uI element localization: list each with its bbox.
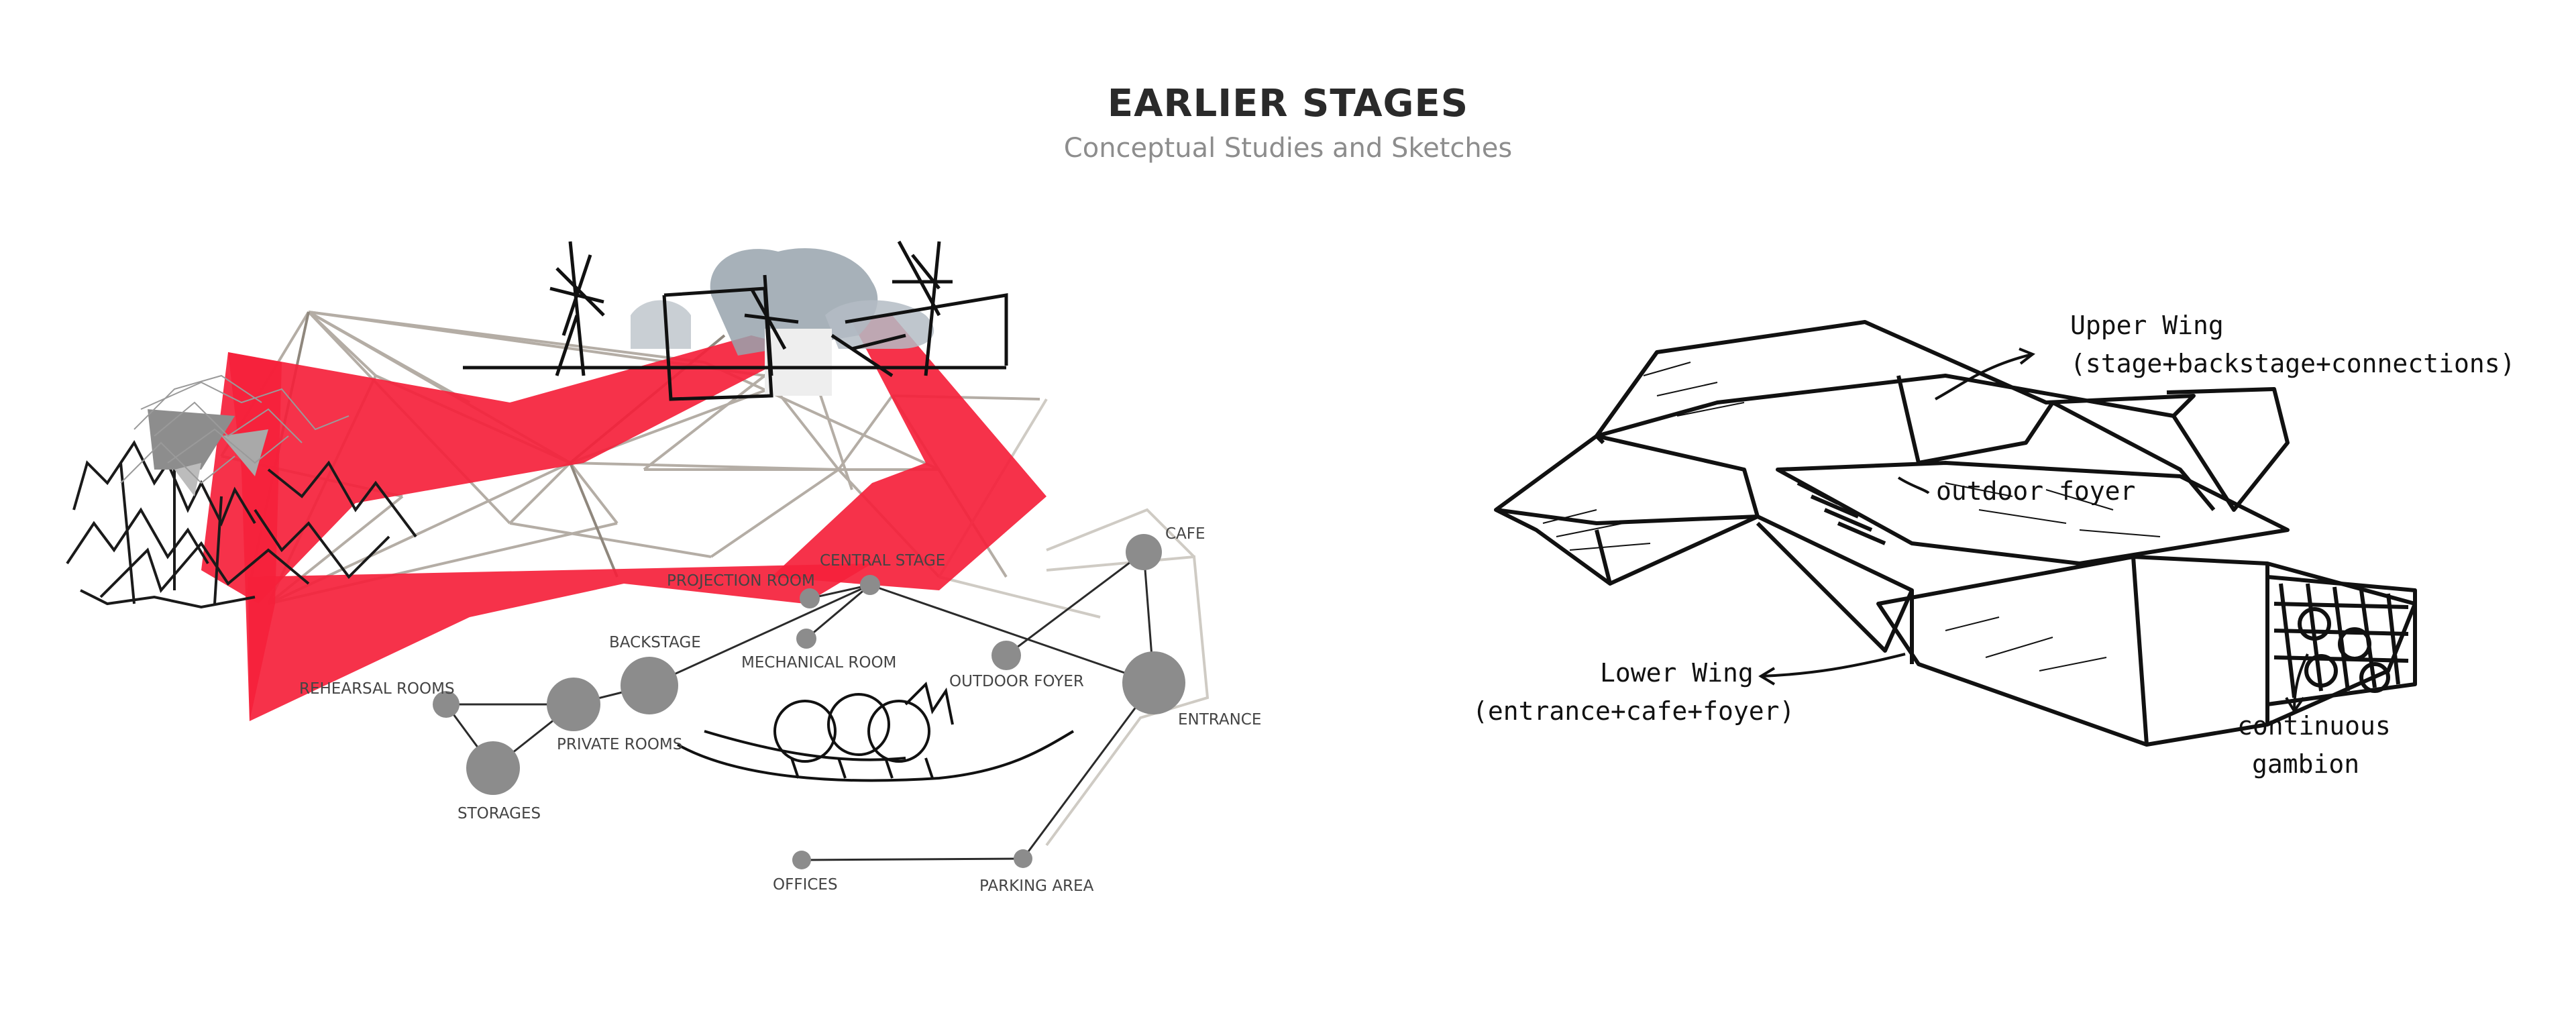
node-projection-room bbox=[800, 588, 820, 608]
gambion-line1: continuous bbox=[2237, 711, 2391, 741]
node-private-rooms bbox=[547, 678, 600, 731]
bubble-nodes bbox=[433, 534, 1185, 869]
label-private-rooms: PRIVATE ROOMS bbox=[557, 736, 682, 753]
outdoor-foyer-label: outdoor foyer bbox=[1936, 476, 2135, 506]
label-storages: STORAGES bbox=[458, 805, 541, 822]
node-parking-area bbox=[1014, 849, 1032, 868]
red-ribbon bbox=[201, 315, 1046, 721]
node-entrance bbox=[1122, 651, 1185, 714]
arrow-lower-wing bbox=[1760, 653, 1906, 678]
node-backstage bbox=[621, 657, 678, 714]
lower-wing-detail: (entrance+cafe+foyer) bbox=[1472, 696, 1794, 726]
lower-wing-title: Lower Wing bbox=[1600, 658, 1754, 688]
label-rehearsal-rooms: REHEARSAL ROOMS bbox=[299, 680, 455, 698]
link-backstage-central bbox=[649, 584, 871, 687]
upper-wing-title: Upper Wing bbox=[2070, 311, 2224, 340]
node-rehearsal-rooms bbox=[433, 691, 460, 718]
bubble-labels: CAFE CENTRAL STAGE PROJECTION ROOM BACKS… bbox=[299, 525, 1261, 895]
massing-hatching bbox=[1542, 362, 2161, 671]
label-outdoor-foyer: OUTDOOR FOYER bbox=[949, 673, 1084, 690]
label-offices: OFFICES bbox=[773, 876, 838, 894]
label-projection-room: PROJECTION ROOM bbox=[667, 572, 815, 590]
massing-outline bbox=[1494, 320, 2417, 747]
arrow-gambion bbox=[2293, 653, 2309, 712]
node-offices bbox=[792, 851, 811, 869]
link-mechanical-central bbox=[806, 584, 871, 640]
page-subtitle: Conceptual Studies and Sketches bbox=[1063, 133, 1513, 164]
link-projection-central bbox=[809, 584, 871, 600]
shrub-sketch bbox=[677, 682, 1075, 782]
node-outdoor-foyer bbox=[991, 641, 1021, 670]
massing-sketch: Upper Wing (stage+backstage+connections)… bbox=[1472, 311, 2515, 779]
link-parking-offices bbox=[801, 857, 1024, 861]
annotation-arrows bbox=[1758, 347, 2309, 714]
concept-diagram: CAFE CENTRAL STAGE PROJECTION ROOM BACKS… bbox=[66, 240, 1261, 895]
node-central-stage bbox=[860, 575, 880, 595]
tent-sketch bbox=[66, 440, 417, 609]
building-sketch bbox=[463, 240, 1008, 401]
label-central-stage: CENTRAL STAGE bbox=[820, 552, 945, 570]
label-mechanical-room: MECHANICAL ROOM bbox=[741, 654, 896, 671]
gambion-line2: gambion bbox=[2252, 749, 2359, 779]
upper-wing-detail: (stage+backstage+connections) bbox=[2070, 349, 2515, 378]
node-storages bbox=[466, 741, 520, 795]
arrow-outdoor-foyer bbox=[1897, 476, 1930, 494]
link-foyer-cafe bbox=[1006, 551, 1144, 657]
link-central-entrance bbox=[869, 584, 1155, 684]
tent-mesh bbox=[120, 374, 350, 484]
label-backstage: BACKSTAGE bbox=[609, 634, 701, 651]
link-entrance-parking bbox=[1022, 682, 1155, 859]
annotation-labels: Upper Wing (stage+backstage+connections)… bbox=[1472, 311, 2515, 779]
label-cafe: CAFE bbox=[1165, 525, 1205, 543]
node-mechanical-room bbox=[796, 629, 816, 649]
node-cafe bbox=[1126, 534, 1162, 570]
page-title: EARLIER STAGES bbox=[1107, 82, 1469, 125]
label-parking-area: PARKING AREA bbox=[979, 877, 1094, 895]
label-entrance: ENTRANCE bbox=[1178, 711, 1261, 729]
arrow-upper-wing bbox=[1935, 353, 2033, 400]
